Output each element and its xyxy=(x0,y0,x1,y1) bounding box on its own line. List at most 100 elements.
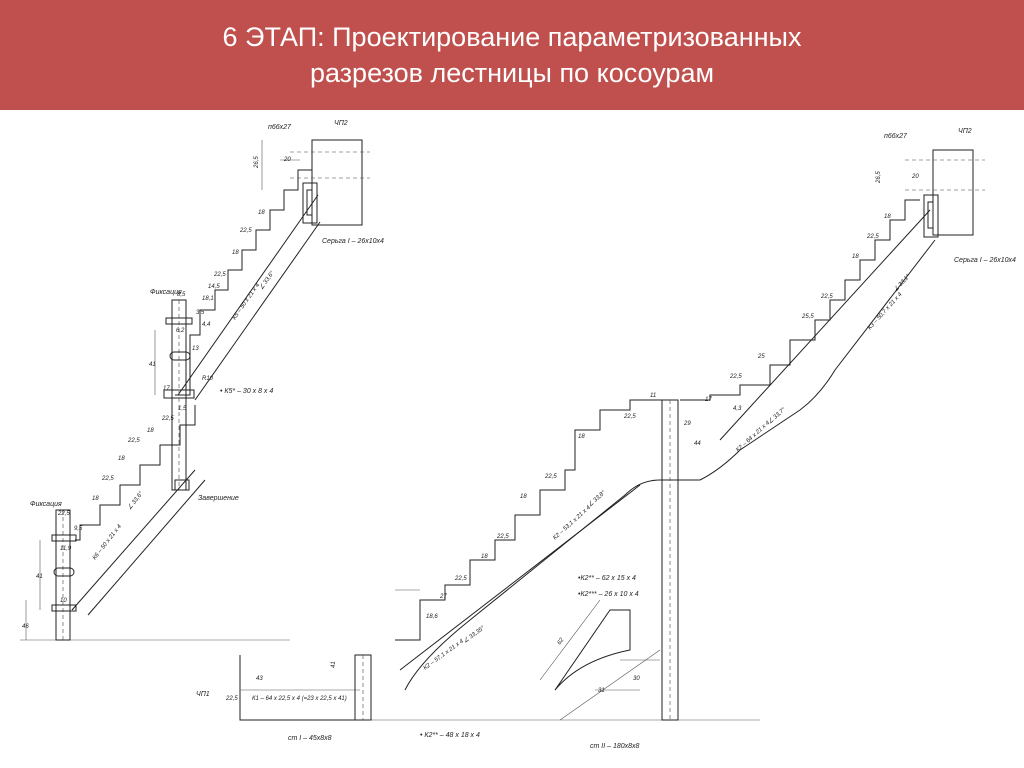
svg-text:17: 17 xyxy=(163,386,170,392)
right-stringer-upper: К3 – 50,7 х 21 х 4 xyxy=(867,291,904,331)
right-chp1-label: ЧП1 xyxy=(196,691,210,698)
left-k5-label: • К5* – 30 х 8 х 4 xyxy=(220,388,273,395)
right-angle-low: ∠ 33,35° xyxy=(462,624,486,644)
left-earring xyxy=(302,182,318,224)
svg-text:4,3: 4,3 xyxy=(733,406,742,412)
right-upper-stringer xyxy=(719,209,931,441)
svg-text:6,2: 6,2 xyxy=(176,328,185,334)
svg-text:27: 27 xyxy=(439,594,447,600)
right-chp2-label: ЧП2 xyxy=(958,128,972,135)
svg-text:30: 30 xyxy=(633,676,640,682)
right-angle-mid: ∠ 33,7° xyxy=(767,406,788,426)
left-fixing-bottom: Фиксация xyxy=(30,501,62,508)
right-stringer-low: К2 – 57,1 х 21 х 4 xyxy=(423,638,466,671)
svg-text:18: 18 xyxy=(481,554,488,560)
svg-text:18,1: 18,1 xyxy=(202,296,214,302)
svg-text:13: 13 xyxy=(192,346,199,352)
svg-text:25,5: 25,5 xyxy=(801,314,814,320)
right-st2-label: ст II – 180х8х8 xyxy=(590,743,640,750)
svg-text:1,5: 1,5 xyxy=(178,406,187,412)
svg-text:R10: R10 xyxy=(202,376,214,382)
svg-text:17: 17 xyxy=(705,397,712,403)
right-top-beam xyxy=(932,149,974,236)
svg-text:18: 18 xyxy=(118,456,125,462)
left-clamp-4 xyxy=(51,534,77,542)
svg-text:22,5: 22,5 xyxy=(496,534,509,540)
svg-text:41: 41 xyxy=(331,661,337,668)
left-upper-stringer xyxy=(177,194,319,396)
right-lower-steps xyxy=(395,399,670,641)
left-board-label: п66х27 xyxy=(268,124,292,131)
svg-text:22,5: 22,5 xyxy=(866,234,879,240)
svg-text:31: 31 xyxy=(598,688,605,694)
left-fixing-top: Фиксация xyxy=(150,289,182,296)
right-k1-block xyxy=(239,655,360,721)
svg-text:18: 18 xyxy=(884,214,891,220)
svg-text:18: 18 xyxy=(578,434,585,440)
right-k2-48: • К2** – 48 х 18 х 4 xyxy=(420,732,480,739)
right-earring xyxy=(923,194,939,238)
left-lower-stringer xyxy=(71,469,196,611)
svg-text:22,5: 22,5 xyxy=(57,511,70,517)
title-banner: 6 ЭТАП: Проектирование параметризованных… xyxy=(0,0,1024,110)
svg-text:41: 41 xyxy=(36,574,43,580)
svg-text:20: 20 xyxy=(283,157,291,163)
svg-text:22,5: 22,5 xyxy=(213,272,226,278)
right-angle-upper: ∠ 33,1° xyxy=(892,273,912,294)
svg-text:29: 29 xyxy=(683,421,691,427)
svg-text:18: 18 xyxy=(92,496,99,502)
svg-text:22,5: 22,5 xyxy=(544,474,557,480)
left-end-label: Завершение xyxy=(198,495,239,502)
svg-text:22,5: 22,5 xyxy=(820,294,833,300)
right-stair-section: п66х27 ЧП2 Серьга I – 26х10х4 ЧП1 •К2** … xyxy=(196,128,1016,750)
svg-text:18: 18 xyxy=(520,494,527,500)
svg-text:22,5: 22,5 xyxy=(623,414,636,420)
svg-text:14,5: 14,5 xyxy=(208,284,220,290)
svg-text:22,5: 22,5 xyxy=(225,696,238,702)
left-clamp-5 xyxy=(53,567,75,577)
svg-text:22,5: 22,5 xyxy=(127,438,140,444)
left-clamp-2 xyxy=(169,351,191,361)
svg-text:43: 43 xyxy=(256,676,263,682)
right-angle-bottom: ∠ 33,8° xyxy=(587,489,608,509)
slide-title-line-1: 6 ЭТАП: Проектирование параметризованных xyxy=(222,22,802,52)
svg-text:18: 18 xyxy=(852,254,859,260)
svg-text:22,5: 22,5 xyxy=(101,476,114,482)
svg-text:26,5: 26,5 xyxy=(254,156,260,169)
right-stringer-bottom: К2 – 53,1 х 21 х 4 xyxy=(552,505,592,542)
svg-text:22,5: 22,5 xyxy=(454,576,467,582)
svg-text:18: 18 xyxy=(147,428,154,434)
left-upper-steps xyxy=(175,169,312,396)
svg-text:10: 10 xyxy=(60,598,67,604)
right-lower-stringer xyxy=(399,484,641,671)
svg-text:46: 46 xyxy=(22,624,29,630)
right-st1-label: ст I – 45х8х8 xyxy=(288,735,332,742)
svg-text:22,5: 22,5 xyxy=(729,374,742,380)
right-board-label: п66х27 xyxy=(884,133,908,140)
left-top-beam xyxy=(311,139,363,226)
svg-text:18,6: 18,6 xyxy=(426,614,438,620)
svg-text:11,9: 11,9 xyxy=(60,546,72,552)
left-clamp-3 xyxy=(163,389,195,399)
svg-text:22,5: 22,5 xyxy=(161,416,174,422)
left-lower-steps xyxy=(75,405,196,541)
svg-text:18: 18 xyxy=(258,210,265,216)
left-angle-lower: ∠ 33,6° xyxy=(126,490,145,511)
left-earring-label: Серьга I – 26х10х4 xyxy=(322,238,384,245)
left-chp-label: ЧП2 xyxy=(334,120,348,127)
left-clamp-1 xyxy=(165,317,193,325)
svg-text:62: 62 xyxy=(557,637,566,646)
left-stringer-lower: К6 – 50 х 21 х 4 xyxy=(92,523,124,561)
svg-text:4,4: 4,4 xyxy=(202,322,211,328)
svg-text:41: 41 xyxy=(149,362,156,368)
svg-text:20: 20 xyxy=(911,174,919,180)
right-k2-62: •К2** – 62 х 15 х 4 xyxy=(578,575,636,582)
left-clamp-6 xyxy=(51,604,77,612)
svg-text:8,5: 8,5 xyxy=(177,292,186,298)
right-k1-label: К1 – 64 х 22,5 х 4 (=23 х 22,5 х 41) xyxy=(252,696,347,702)
slide-title-line-2: разрезов лестницы по косоурам xyxy=(309,58,715,88)
svg-text:9,5: 9,5 xyxy=(74,526,83,532)
left-stringer-upper: К5 – 50 х 21 х 4 xyxy=(232,282,262,321)
svg-text:26,5: 26,5 xyxy=(876,171,882,184)
